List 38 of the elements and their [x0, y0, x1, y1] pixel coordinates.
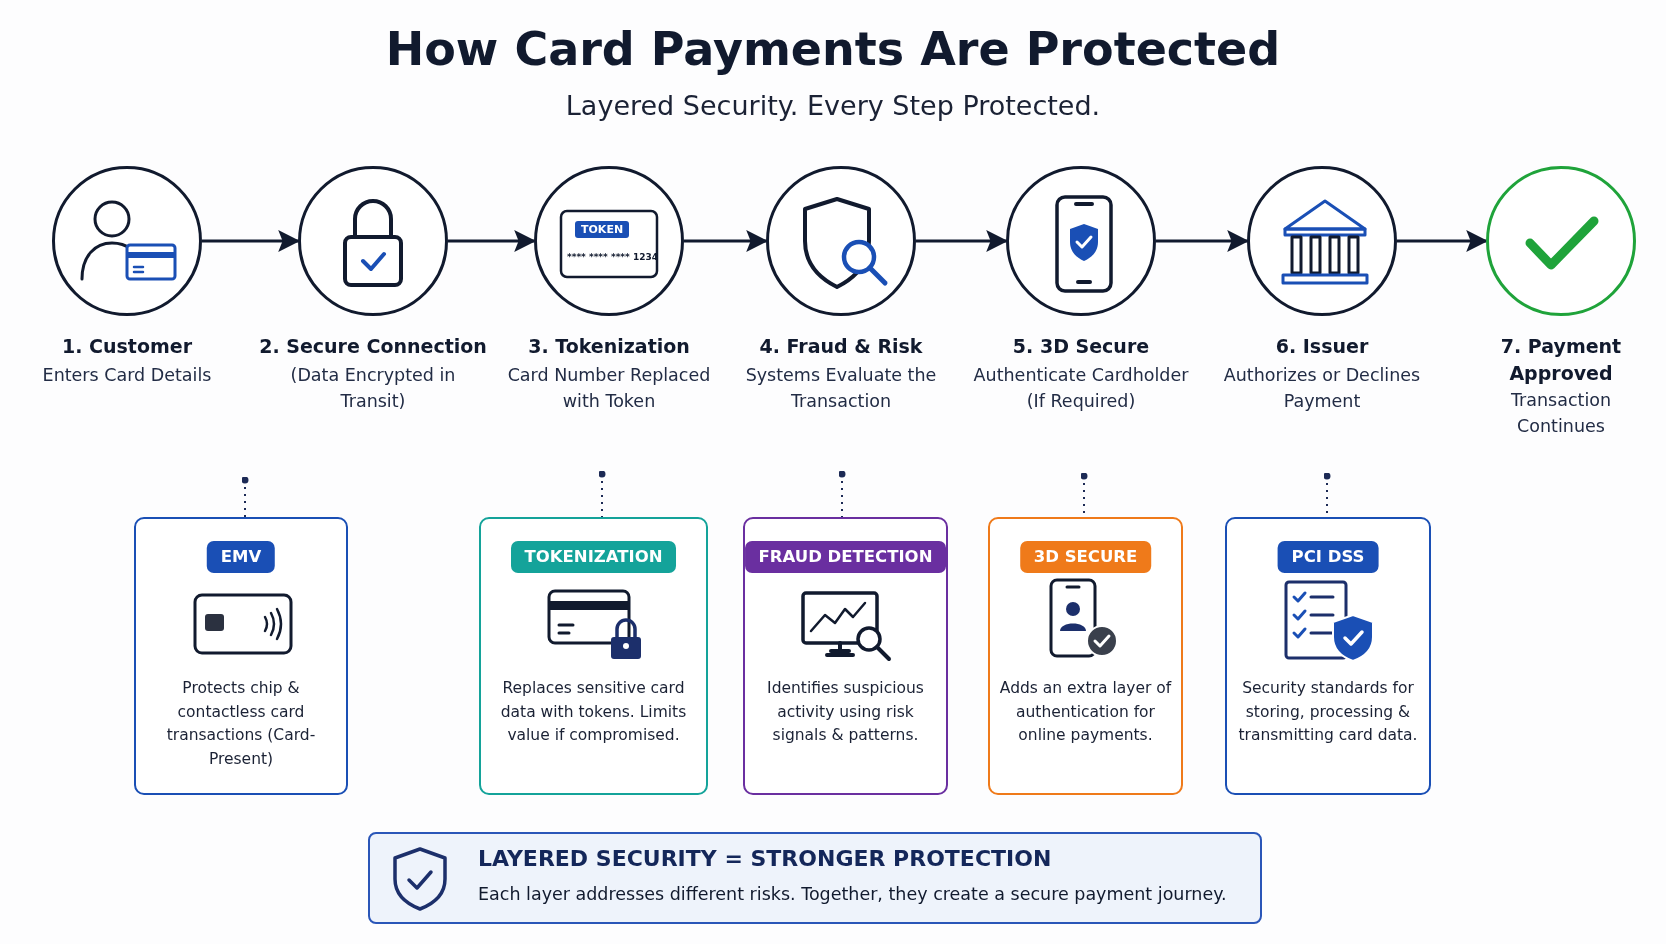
card-tag: EMV	[206, 541, 276, 573]
card-description: Identifies suspicious activity using risk signals & patterns.	[766, 678, 925, 746]
security-card	[479, 517, 708, 795]
step-description: Enters Card Details	[41, 364, 213, 387]
security-card	[134, 517, 348, 795]
banner-heading: LAYERED SECURITY = STRONGER PROTECTION	[478, 846, 1052, 871]
step-description: Transaction Continues	[1509, 389, 1613, 438]
step-title: 4. Fraud & Risk	[758, 334, 924, 359]
card-tag: 3D SECURE	[1019, 541, 1152, 573]
dotted-connector	[241, 476, 249, 518]
security-card	[743, 517, 948, 795]
step-description: Authenticate Cardholder (If Required)	[972, 364, 1190, 413]
step-title: 2. Secure Connection	[258, 334, 488, 359]
card-description: Adds an extra layer of authentication for online payments.	[998, 678, 1173, 746]
step-title: 5. 3D Secure	[1011, 334, 1151, 359]
step-title: 3. Tokenization	[527, 334, 691, 359]
token-tag: TOKEN	[575, 221, 630, 238]
dotted-connector	[838, 470, 846, 518]
step-description: (Data Encrypted in Transit)	[289, 364, 457, 413]
security-card	[1225, 517, 1431, 795]
step-description: Systems Evaluate the Transaction	[744, 364, 938, 413]
card-tag: PCI DSS	[1277, 541, 1379, 573]
summary-banner	[368, 832, 1262, 924]
step-title: 7. Payment Approved	[1499, 334, 1623, 386]
step-description: Authorizes or Declines Payment	[1222, 364, 1422, 413]
card-description: Security standards for storing, processing & transmitting card data.	[1237, 678, 1419, 746]
step-title: 1. Customer	[61, 334, 193, 359]
step-title: 6. Issuer	[1274, 334, 1370, 359]
card-description: Protects chip & contactless card transactions (Card-Present)	[165, 678, 317, 770]
banner-text: Each layer addresses different risks. Together, they create a secure payment journey.	[478, 884, 1227, 904]
step-description: Card Number Replaced with Token	[506, 364, 712, 413]
security-card	[988, 517, 1183, 795]
card-tag: FRAUD DETECTION	[744, 541, 947, 573]
card-description: Replaces sensitive card data with tokens. Limits value if compromised.	[499, 678, 688, 746]
dotted-connector	[598, 470, 606, 518]
card-tag: TOKENIZATION	[510, 541, 677, 573]
subtitle: Layered Security. Every Step Protected.	[564, 90, 1102, 121]
title: How Card Payments Are Protected	[384, 22, 1282, 76]
